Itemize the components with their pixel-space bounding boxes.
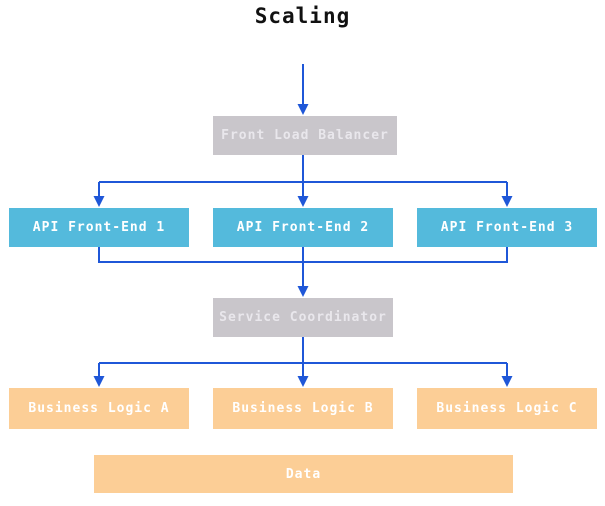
node-api-front-end-3: API Front-End 3 bbox=[417, 208, 597, 247]
node-data: Data bbox=[94, 455, 513, 493]
node-business-logic-a-label: Business Logic A bbox=[28, 401, 170, 416]
node-front-load-balancer: Front Load Balancer bbox=[213, 116, 397, 155]
edge-flb-to-api-front-ends bbox=[93, 155, 513, 207]
node-business-logic-b-label: Business Logic B bbox=[232, 401, 374, 416]
node-service-coordinator: Service Coordinator bbox=[213, 298, 393, 337]
node-api-front-end-1-label: API Front-End 1 bbox=[32, 220, 166, 235]
node-api-front-end-1: API Front-End 1 bbox=[9, 208, 189, 247]
node-data-label: Data bbox=[285, 466, 322, 482]
node-business-logic-c: Business Logic C bbox=[417, 388, 597, 429]
edge-service-coordinator-to-business-logic bbox=[93, 337, 513, 387]
edge-api-front-ends-to-service-coordinator bbox=[98, 247, 508, 297]
node-api-front-end-2-label: API Front-End 2 bbox=[236, 220, 370, 235]
node-service-coordinator-label: Service Coordinator bbox=[219, 310, 387, 325]
node-business-logic-a: Business Logic A bbox=[9, 388, 189, 429]
edge-top-to-front-load-balancer bbox=[297, 64, 309, 115]
node-front-load-balancer-label: Front Load Balancer bbox=[221, 128, 389, 143]
node-api-front-end-2: API Front-End 2 bbox=[213, 208, 393, 247]
node-business-logic-b: Business Logic B bbox=[213, 388, 393, 429]
node-business-logic-c-label: Business Logic C bbox=[436, 401, 578, 416]
node-api-front-end-3-label: API Front-End 3 bbox=[440, 220, 574, 235]
diagram-title: Scaling bbox=[254, 4, 351, 28]
